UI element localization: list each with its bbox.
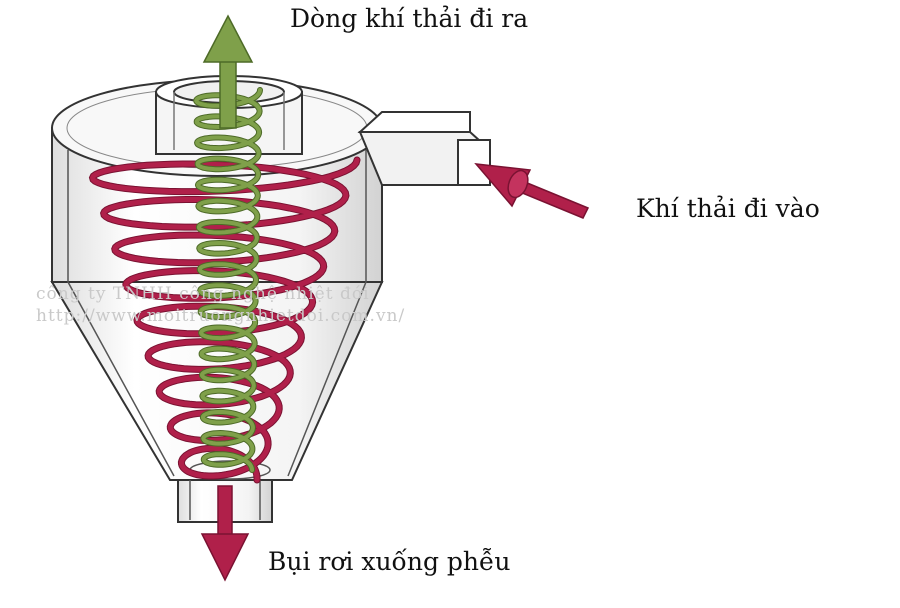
inner-vortex-path — [194, 88, 262, 472]
gas-out-arrow — [202, 14, 254, 129]
gas-out-label: Dòng khí thải đi ra — [290, 4, 529, 33]
outer-vortex-path — [89, 157, 360, 483]
outer-vortex-spiral — [88, 156, 361, 484]
watermark-company: công ty TNHH công nghệ nhiệt đới — [36, 284, 370, 304]
gas-in-arrow — [474, 163, 590, 219]
inlet-duct — [357, 111, 491, 186]
dust-out-arrow — [200, 485, 250, 582]
dust-down-label: Bụi rơi xuống phễu — [268, 547, 511, 576]
watermark-url: http://www.moitruongnhietdoi.com.vn/ — [36, 306, 406, 326]
gas-in-label: Khí thải đi vào — [636, 194, 820, 223]
inner-vortex-spiral — [193, 87, 263, 473]
